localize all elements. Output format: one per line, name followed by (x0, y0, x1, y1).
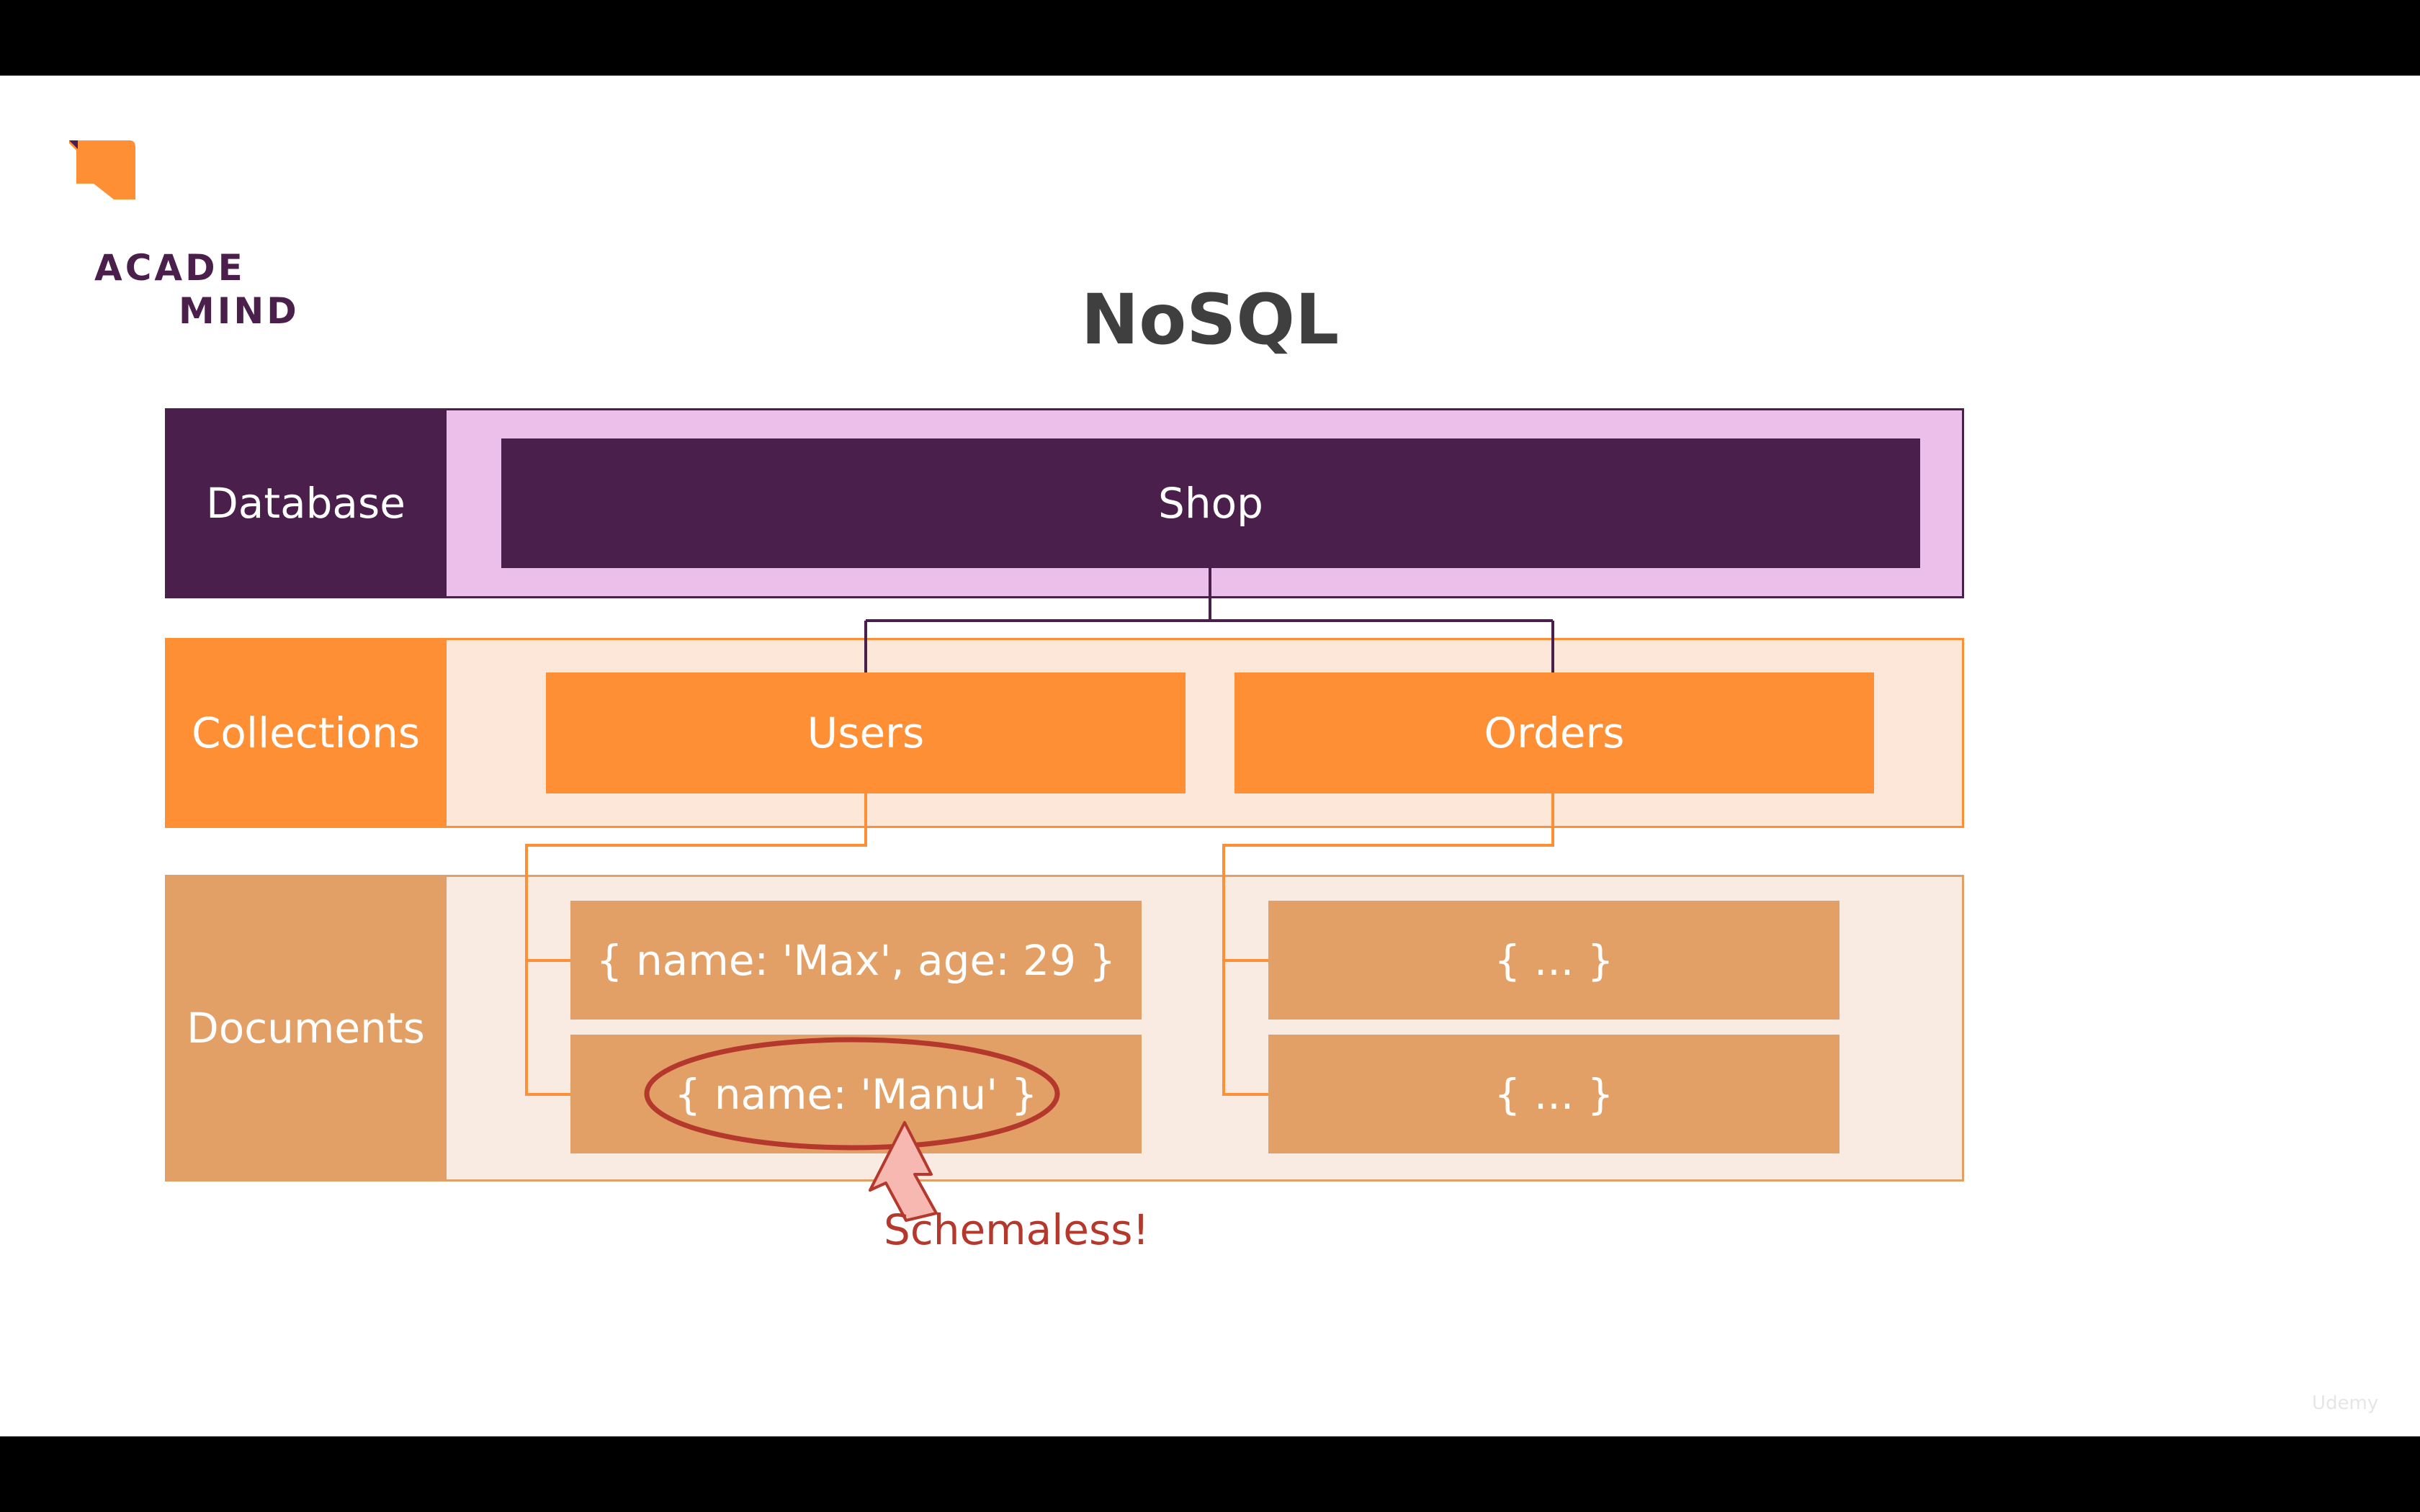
academind-logo: ACADE MIND (65, 133, 310, 329)
slide: ACADE MIND NoSQL Database Shop Collectio… (0, 76, 2420, 1436)
document-manu: { name: 'Manu' } (570, 1035, 1142, 1153)
logo-line2: MIND (179, 290, 300, 332)
page-title: NoSQL (1080, 279, 1340, 360)
collections-label: Collections (165, 638, 447, 828)
documents-label: Documents (165, 875, 447, 1182)
database-shop-box: Shop (501, 438, 1920, 568)
document-max: { name: 'Max', age: 29 } (570, 901, 1142, 1020)
collection-users-box: Users (546, 672, 1186, 793)
schemaless-annotation: Schemaless! (884, 1205, 1150, 1254)
udemy-watermark: Udemy (2312, 1392, 2379, 1414)
document-orders-1: { ... } (1268, 901, 1839, 1020)
collection-orders-box: Orders (1234, 672, 1874, 793)
document-orders-2: { ... } (1268, 1035, 1839, 1153)
logo-line1: ACADE (94, 247, 246, 289)
database-label: Database (165, 408, 447, 598)
logo-bookmark-icon (69, 140, 135, 199)
